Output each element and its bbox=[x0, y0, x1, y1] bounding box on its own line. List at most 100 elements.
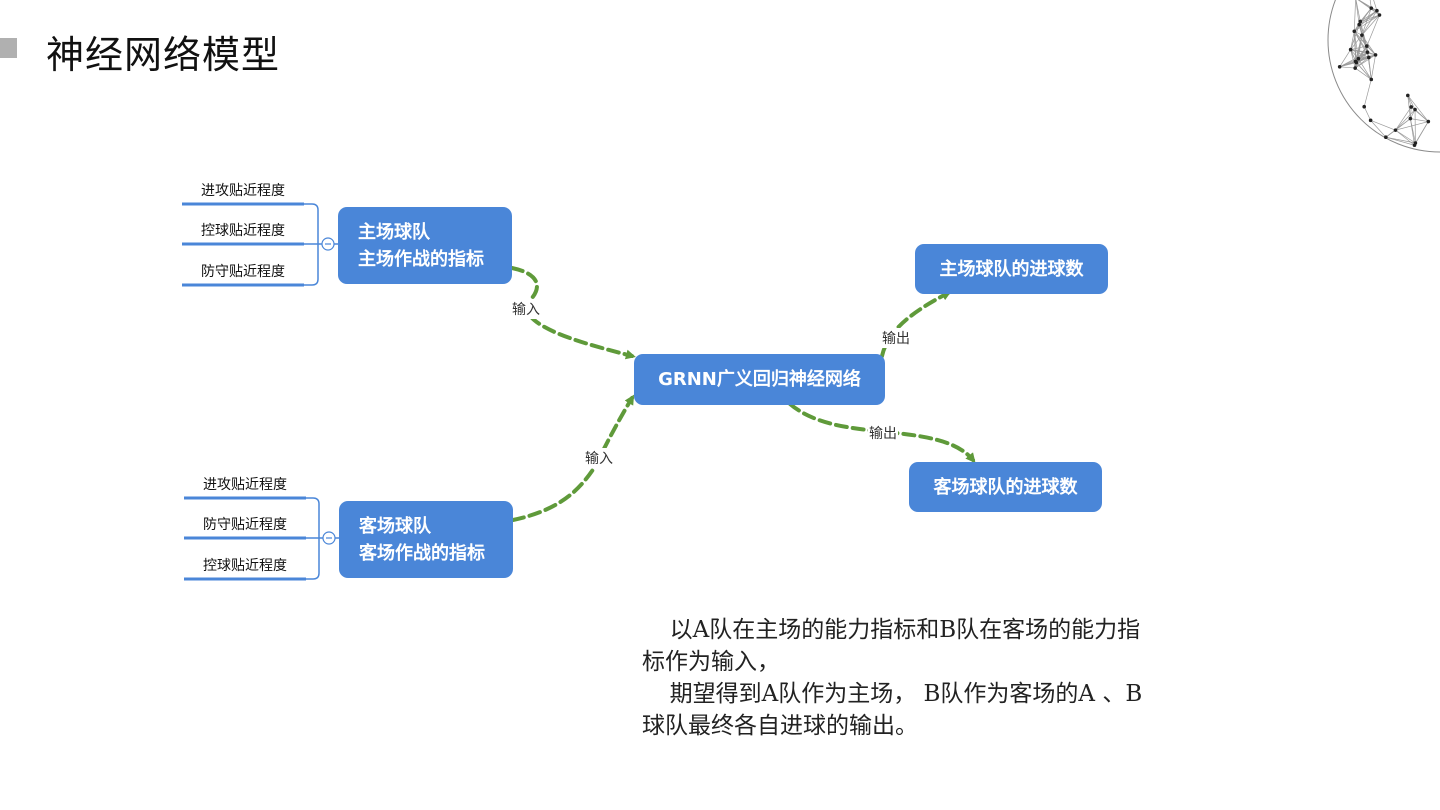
globe-node bbox=[1377, 13, 1382, 17]
description-paragraph-1: 以A队在主场的能力指标和B队在客场的能力指标作为输入， bbox=[642, 617, 1141, 675]
node-grnn[interactable]: GRNN广义回归神经网络 bbox=[634, 354, 885, 405]
globe-node bbox=[1369, 77, 1374, 82]
node-away-goals-label: 客场球队的进球数 bbox=[933, 476, 1078, 498]
globe-edge bbox=[1356, 54, 1376, 63]
wireframe-globe-decoration bbox=[1327, 0, 1440, 153]
home-indicator-bracket bbox=[182, 202, 338, 287]
globe-edge bbox=[1395, 129, 1416, 144]
globe-edge bbox=[1350, 49, 1356, 69]
globe-edge bbox=[1361, 8, 1372, 36]
globe-node bbox=[1426, 119, 1431, 124]
node-away-team[interactable]: 客场球队 客场作战的指标 bbox=[339, 501, 513, 578]
node-away-goals[interactable]: 客场球队的进球数 bbox=[909, 462, 1102, 512]
away-indicator-possession: 控球贴近程度 bbox=[203, 558, 287, 574]
globe-edge bbox=[1395, 129, 1415, 146]
globe-node bbox=[1408, 116, 1413, 121]
globe-node bbox=[1365, 44, 1369, 48]
globe-edge bbox=[1350, 31, 1355, 50]
globe-edge bbox=[1407, 95, 1429, 122]
globe-edge bbox=[1339, 62, 1357, 68]
globe-node bbox=[1393, 128, 1398, 132]
globe-edge bbox=[1414, 121, 1429, 146]
globe-edge bbox=[1339, 51, 1368, 68]
globe-edge bbox=[1358, 0, 1372, 9]
globe-node bbox=[1358, 19, 1363, 24]
globe-node bbox=[1366, 55, 1371, 60]
home-indicator-defense: 防守贴近程度 bbox=[201, 264, 285, 280]
globe-edge bbox=[1395, 121, 1429, 131]
arrow-away-to-grnn bbox=[511, 394, 635, 522]
globe-edge bbox=[1358, 51, 1368, 60]
globe-node bbox=[1406, 93, 1410, 98]
globe-edge bbox=[1395, 118, 1411, 131]
home-indicator-possession: 控球贴近程度 bbox=[201, 223, 285, 239]
edge-label-output-bottom: 输出 bbox=[868, 423, 898, 443]
globe-edge bbox=[1354, 67, 1372, 80]
globe-node bbox=[1356, 56, 1361, 61]
edge-label-input-bottom: 输入 bbox=[584, 448, 614, 468]
globe-node bbox=[1412, 143, 1417, 148]
edge-label-output-top: 输出 bbox=[881, 328, 911, 348]
globe-edge bbox=[1360, 14, 1380, 22]
globe-node bbox=[1373, 53, 1378, 57]
globe-edge bbox=[1370, 54, 1376, 80]
globe-node bbox=[1384, 135, 1388, 139]
globe-edge bbox=[1354, 31, 1376, 56]
globe-node bbox=[1369, 6, 1374, 10]
globe-edge bbox=[1358, 58, 1372, 80]
node-home-team-subtitle: 主场作战的指标 bbox=[358, 248, 484, 270]
globe-node bbox=[1362, 104, 1367, 109]
globe-edge bbox=[1410, 106, 1412, 119]
globe-edge bbox=[1385, 136, 1415, 146]
minus-circle-icon[interactable] bbox=[321, 237, 335, 251]
node-home-goals-label: 主场球队的进球数 bbox=[939, 258, 1084, 280]
globe-node bbox=[1357, 22, 1361, 27]
edge-label-input-top: 输入 bbox=[511, 299, 541, 319]
globe-edge bbox=[1395, 106, 1412, 131]
globe-edge bbox=[1354, 10, 1378, 32]
globe-edge bbox=[1359, 14, 1380, 25]
globe-edge bbox=[1354, 14, 1380, 32]
globe-node bbox=[1352, 29, 1357, 34]
node-away-team-title: 客场球队 bbox=[359, 515, 431, 537]
node-home-team-title: 主场球队 bbox=[358, 221, 430, 243]
globe-node bbox=[1409, 105, 1414, 109]
globe-edge bbox=[1410, 118, 1429, 122]
globe-edge bbox=[1366, 14, 1380, 47]
globe-edge bbox=[1356, 62, 1372, 80]
globe-edge bbox=[1410, 118, 1415, 146]
globe-edge bbox=[1373, 0, 1378, 11]
globe-node bbox=[1375, 8, 1379, 13]
globe-edge bbox=[1358, 35, 1363, 59]
away-indicator-defense: 防守贴近程度 bbox=[203, 517, 287, 533]
globe-edge bbox=[1360, 7, 1372, 22]
globe-node bbox=[1360, 33, 1364, 37]
globe-edge bbox=[1353, 31, 1357, 63]
globe-edge bbox=[1407, 95, 1411, 119]
description-text: 以A队在主场的能力指标和B队在客场的能力指标作为输入， 期望得到A队作为主场， … bbox=[642, 614, 1162, 742]
title-marker bbox=[0, 38, 17, 58]
globe-edge bbox=[1339, 49, 1351, 67]
globe-edge bbox=[1370, 120, 1387, 138]
node-home-goals[interactable]: 主场球队的进球数 bbox=[915, 244, 1108, 294]
globe-node bbox=[1365, 50, 1370, 54]
globe-edge bbox=[1358, 54, 1376, 60]
node-home-team[interactable]: 主场球队 主场作战的指标 bbox=[338, 207, 512, 284]
globe-edge bbox=[1363, 106, 1371, 121]
globe-edge bbox=[1370, 120, 1396, 131]
minus-circle-icon[interactable] bbox=[322, 531, 336, 545]
globe-node bbox=[1354, 60, 1359, 65]
globe-edge bbox=[1361, 10, 1378, 36]
page-title: 神经网络模型 bbox=[46, 33, 281, 77]
home-indicator-attack: 进攻贴近程度 bbox=[201, 183, 285, 199]
globe-node bbox=[1337, 65, 1342, 69]
globe-node bbox=[1413, 107, 1417, 112]
globe-edge bbox=[1353, 0, 1356, 32]
globe-node bbox=[1368, 118, 1373, 123]
globe-node bbox=[1353, 66, 1357, 70]
away-indicator-attack: 进攻贴近程度 bbox=[203, 477, 287, 493]
globe-edge bbox=[1363, 79, 1372, 107]
globe-outline bbox=[1327, 0, 1440, 153]
globe-edge bbox=[1350, 49, 1369, 58]
globe-edge bbox=[1407, 95, 1412, 108]
